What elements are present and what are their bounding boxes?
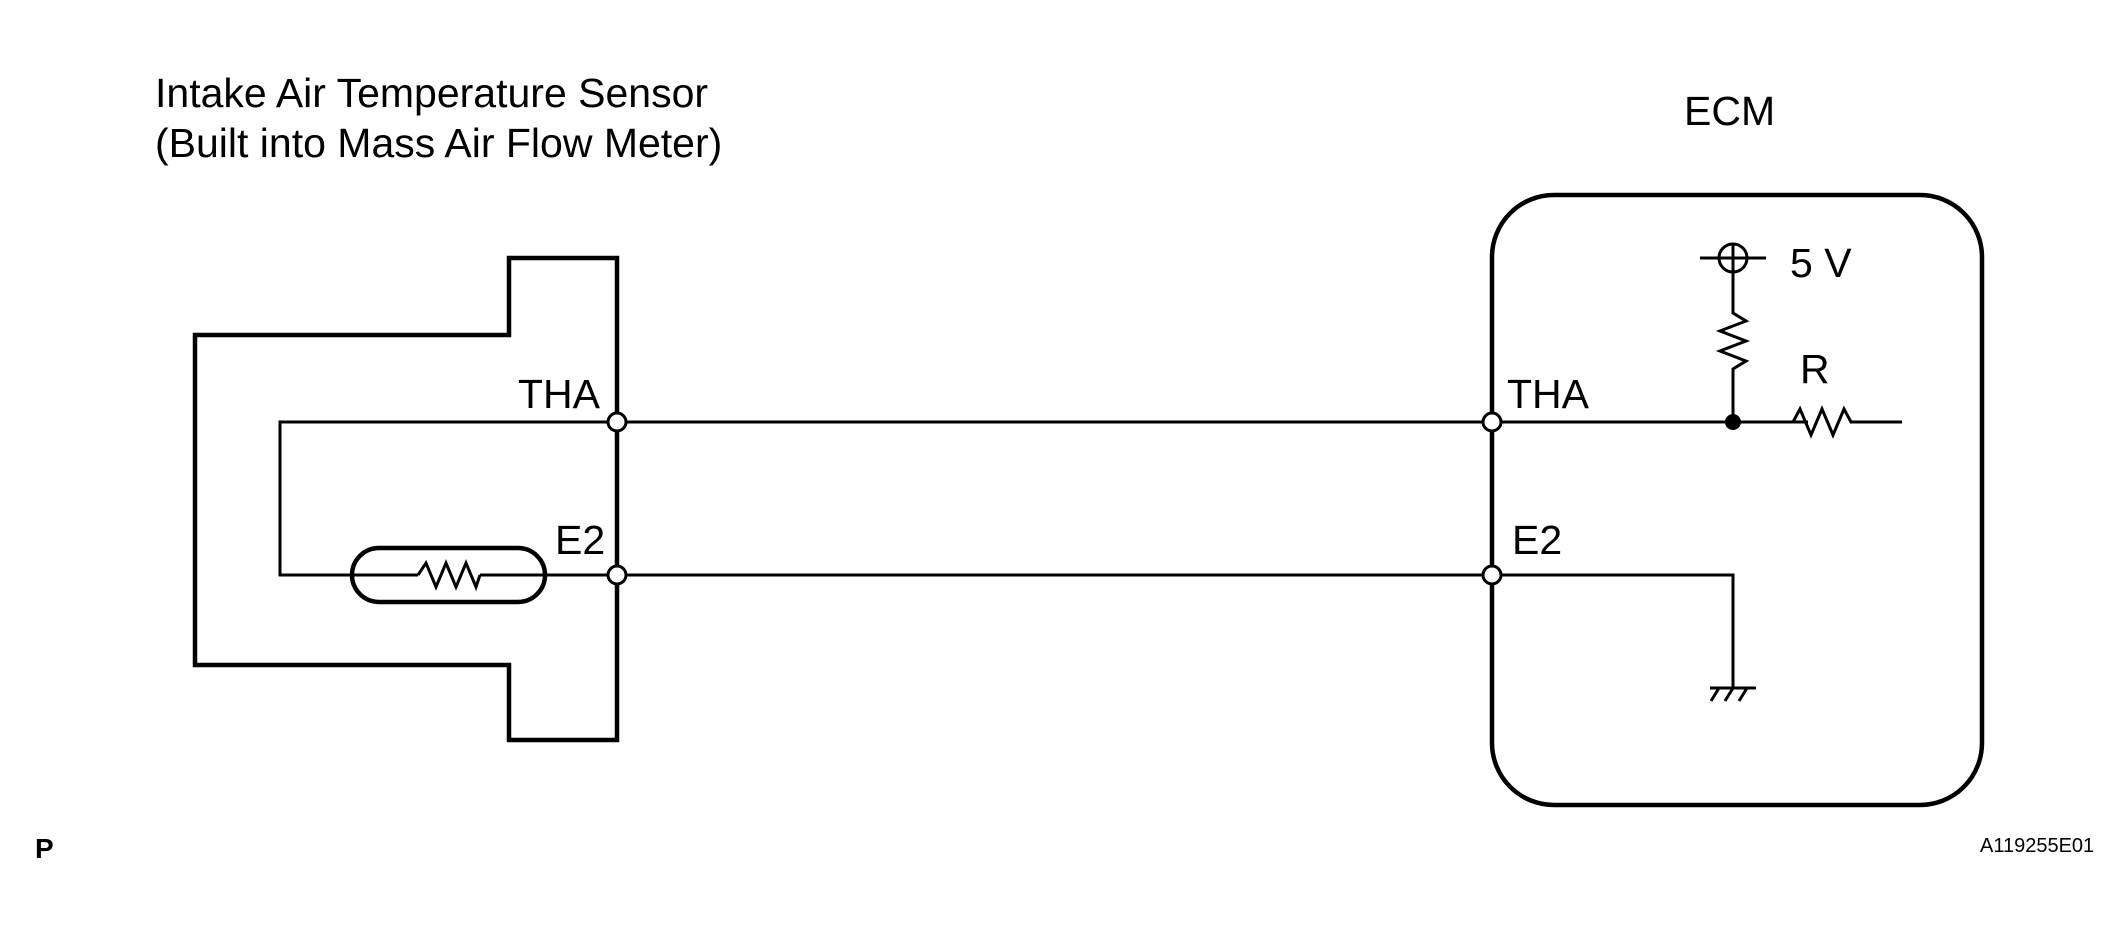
- ecm-terminal-tha: THA: [1507, 371, 1589, 417]
- sensor-e2-terminal-circle: [606, 564, 628, 586]
- pullup-resistor-label: R: [1800, 346, 1830, 392]
- sensor-internal-loop: [278, 420, 617, 577]
- sensor-title-line-2: (Built into Mass Air Flow Meter): [155, 120, 723, 166]
- junction-dot: [1725, 414, 1741, 430]
- ecm-e2-ground-wire: [1492, 573, 1735, 688]
- ecm-box-outline: [1489, 192, 1985, 808]
- supply-voltage-label: 5 V: [1790, 240, 1852, 286]
- figure-id: A119255E01: [1980, 835, 2095, 857]
- ecm-e2-terminal-circle: [1481, 564, 1503, 586]
- footer-left-code: P: [35, 833, 54, 864]
- thermistor-zigzag: [416, 559, 482, 592]
- ecm-label: ECM: [1684, 88, 1776, 134]
- series-resistor-zigzag: [1780, 405, 1902, 439]
- sensor-terminal-tha: THA: [518, 371, 600, 417]
- sensor-connector-outline: [192, 255, 620, 743]
- ecm-tha-terminal-circle: [1481, 411, 1503, 433]
- sensor-tha-terminal-circle: [606, 411, 628, 433]
- sensor-title-line-1: Intake Air Temperature Sensor: [155, 70, 709, 116]
- pullup-resistor-zigzag: [1715, 308, 1751, 374]
- sensor-terminal-e2: E2: [555, 517, 606, 563]
- ecm-terminal-e2: E2: [1512, 517, 1563, 563]
